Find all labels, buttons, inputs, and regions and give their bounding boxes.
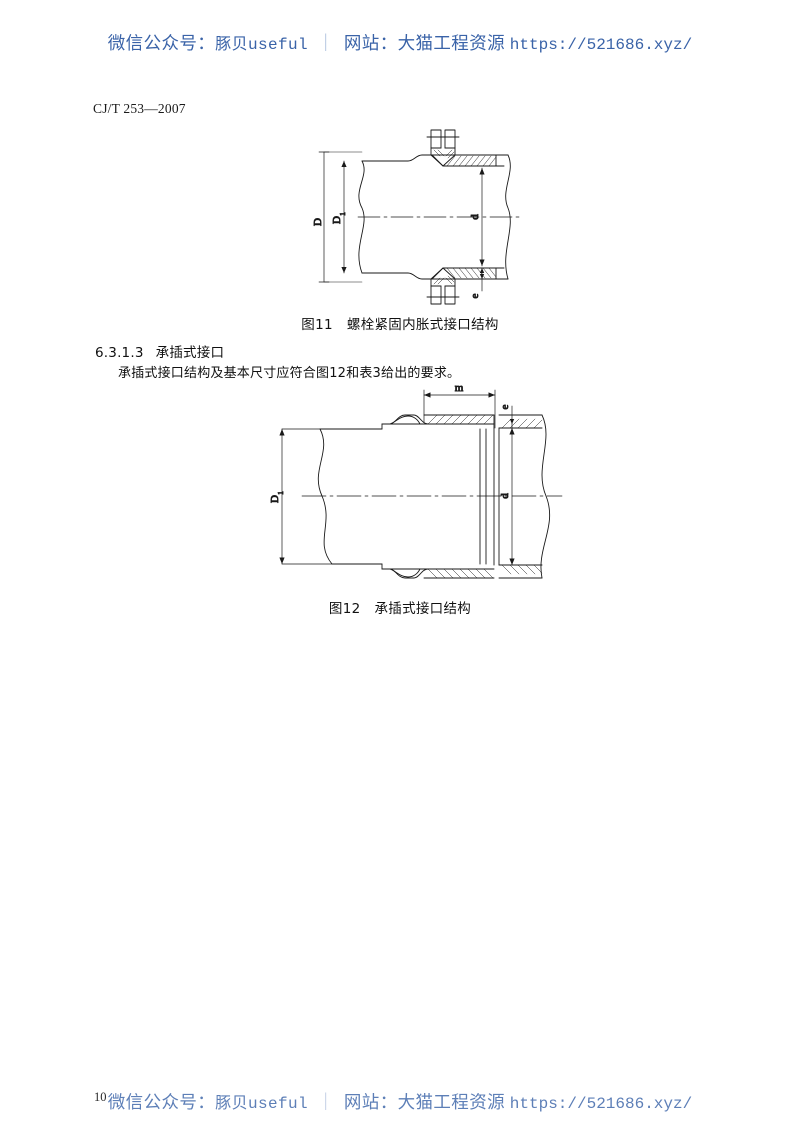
dimension-d <box>479 167 485 267</box>
dimension-D <box>318 151 330 283</box>
figure-11-caption: 图11 螺栓紧固内胀式接口结构 <box>0 313 800 333</box>
dimension-d-fig12 <box>509 427 515 566</box>
watermark-site-label: 网站： <box>343 33 398 53</box>
label-D1-fig12-subscript: 1 <box>276 491 285 495</box>
hatch-spigot-bottom <box>427 564 543 579</box>
right-pipe-outline <box>495 154 511 280</box>
figure-12-svg: m e D 1 <box>269 382 563 579</box>
clause-number: 6.3.1.3 <box>95 345 144 361</box>
clause-paragraph: 承插式接口结构及基本尺寸应符合图12和表3给出的要求。 <box>118 366 461 381</box>
clause-title: 承插式接口 <box>155 345 225 361</box>
label-e: e <box>469 293 481 298</box>
figure-12-caption-number: 图12 <box>328 601 361 617</box>
watermark-separator: ｜ <box>316 33 335 53</box>
upper-socket-wall <box>431 154 497 167</box>
upper-bolt-assembly <box>426 129 460 167</box>
label-D1-subscript: 1 <box>338 212 347 216</box>
figure-11-drawing: D D 1 <box>300 128 540 308</box>
watermark-footer-url: https://521686.xyz/ <box>509 1095 693 1113</box>
socket-body-left <box>317 428 383 565</box>
figure-12-caption-text: 承插式接口结构 <box>374 601 472 617</box>
dimension-e <box>479 267 485 292</box>
label-e-fig12: e <box>499 404 511 409</box>
spigot-end-faces <box>479 427 500 566</box>
standard-number: CJ/T 253—2007 <box>93 101 186 116</box>
figure-11-caption-text: 螺栓紧固内胀式接口结构 <box>346 317 499 333</box>
hatch-lower <box>446 267 497 279</box>
watermark-footer-site-label: 网站： <box>343 1092 398 1112</box>
dimension-D1-fig12 <box>279 428 333 565</box>
watermark-footer-wechat-label: 微信公众号： <box>107 1092 216 1112</box>
watermark-footer-separator: ｜ <box>316 1092 335 1112</box>
pipe-to-joint <box>389 154 433 280</box>
witness-lines <box>323 151 363 283</box>
figure-12-caption: 图12 承插式接口结构 <box>0 597 800 617</box>
label-D1: D <box>331 216 343 224</box>
dimension-m <box>423 389 496 429</box>
lower-socket-wall <box>431 267 497 280</box>
watermark-url: https://521686.xyz/ <box>509 36 693 54</box>
label-d-fig12: d <box>499 493 511 499</box>
hatch-upper <box>446 155 497 167</box>
watermark-footer: 微信公众号：豚贝useful ｜ 网站：大猫工程资源 https://521686.… <box>0 1089 800 1114</box>
spigot-wall-bottom <box>423 564 543 579</box>
watermark-footer-site-name: 大猫工程资源 <box>397 1092 505 1112</box>
watermark-site-name: 大猫工程资源 <box>397 33 505 53</box>
watermark-footer-wechat-account: 豚贝useful <box>215 1095 308 1113</box>
right-pipe-break <box>540 414 551 579</box>
socket-collar-top <box>381 414 495 430</box>
socket-collar-bottom <box>381 563 495 579</box>
left-pipe-outline <box>358 160 391 274</box>
label-D: D <box>312 218 324 226</box>
label-d: d <box>469 214 481 220</box>
spigot-wall-top <box>423 414 543 429</box>
figure-11-caption-number: 图11 <box>301 317 333 333</box>
watermark-header: 微信公众号：豚贝useful ｜ 网站：大猫工程资源 https://521686.… <box>0 30 800 55</box>
watermark-wechat-account: 豚贝useful <box>215 36 308 54</box>
lower-bolt-assembly <box>426 267 460 305</box>
hatch-spigot-top <box>427 414 543 429</box>
figure-11-svg: D D 1 <box>312 129 521 305</box>
page-number: 10 <box>94 1090 107 1104</box>
label-m: m <box>455 382 464 394</box>
dimension-D1 <box>341 160 347 274</box>
label-D1-fig12: D <box>269 495 281 503</box>
figure-12-drawing: m e D 1 <box>262 382 582 587</box>
clause-heading-6-3-1-3: 6.3.1.3 承插式接口 <box>95 341 224 361</box>
watermark-wechat-label: 微信公众号： <box>107 33 216 53</box>
